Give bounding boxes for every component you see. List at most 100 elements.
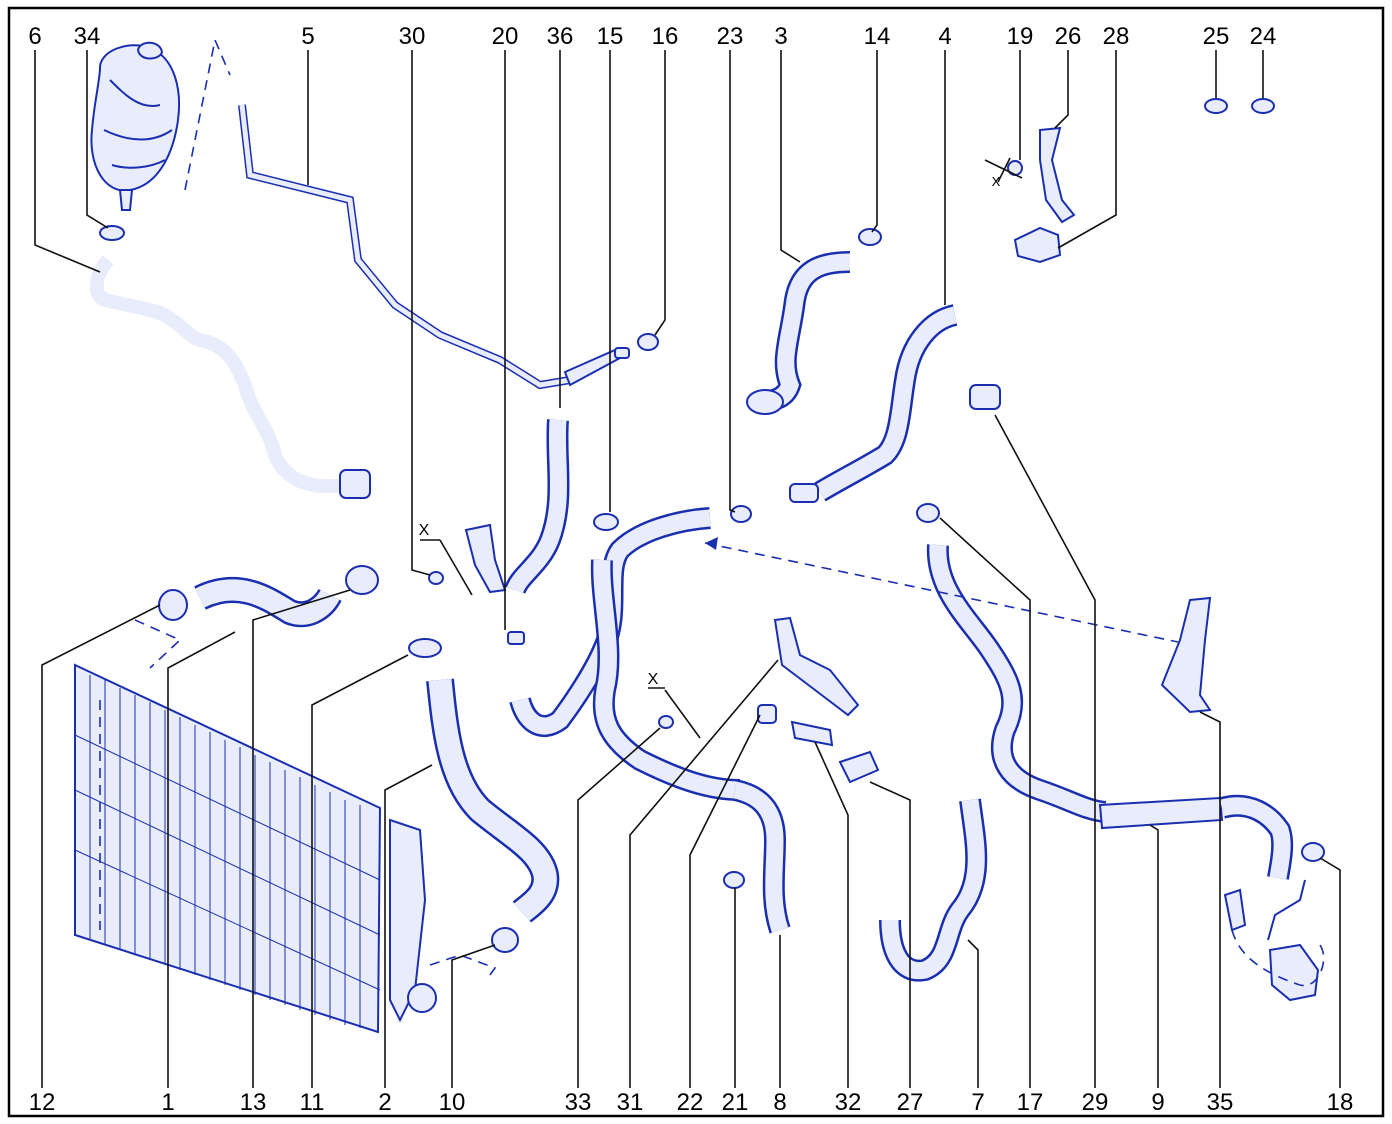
callout-17: 17: [1017, 1089, 1044, 1116]
callout-19: 19: [1007, 23, 1034, 50]
part-27: [838, 750, 880, 784]
clamp-34: [99, 225, 125, 241]
callout-30: 30: [399, 23, 426, 50]
callout-32: 32: [835, 1089, 862, 1116]
callout-29: 29: [1082, 1089, 1109, 1116]
hose-9-end: [1219, 797, 1291, 880]
screw-19-axis: [984, 157, 1023, 183]
callout-23: 23: [717, 23, 744, 50]
tank-guide-line: [184, 37, 231, 191]
pump-assembly: [1223, 879, 1325, 1002]
hose-7-outline: [879, 798, 988, 982]
part-22: [757, 704, 777, 724]
screw-33: [658, 715, 674, 729]
screw-30-axis: [420, 539, 473, 596]
pipe-5-outline: [238, 104, 571, 390]
hose-6-connector: [339, 469, 371, 499]
top-labels: 6 34 5 30 20 36 15 16 23 3 14 4 19 26 28 25 24: [28, 23, 1276, 50]
clamp-17: [916, 503, 940, 523]
hose-36-branch: [464, 523, 507, 594]
hose-6: [89, 255, 346, 494]
hose-6-outline: [95, 259, 346, 488]
callout-28: 28: [1103, 23, 1130, 50]
callout-4: 4: [938, 23, 951, 50]
callout-18: 18: [1327, 1089, 1354, 1116]
part-32: [790, 720, 834, 747]
callout-14: 14: [864, 23, 891, 50]
callout-36: 36: [547, 23, 574, 50]
callout-10: 10: [439, 1089, 466, 1116]
bracket-35: [1160, 596, 1212, 714]
screw-30: [428, 571, 444, 585]
callout-7: 7: [971, 1089, 984, 1116]
mark-x: X: [992, 174, 1001, 189]
callout-5: 5: [301, 23, 314, 50]
bottom-labels: 12 1 13 11 2 10 33 31 22 21 8 32 27 7 17 29 9 35 18: [29, 1089, 1354, 1116]
clamp-11: [408, 638, 442, 658]
callout-31: 31: [617, 1089, 644, 1116]
callout-13: 13: [240, 1089, 267, 1116]
hose-4-connector: [789, 483, 819, 503]
hose-36: [506, 419, 567, 594]
hose-4-outline: [814, 304, 958, 502]
hose-8: [732, 781, 789, 933]
callout-12: 12: [29, 1089, 56, 1116]
callout-24: 24: [1250, 23, 1277, 50]
clamp-21: [723, 871, 745, 889]
pipe-5: [239, 104, 571, 388]
clamp-10: [491, 927, 519, 953]
callout-9: 9: [1151, 1089, 1164, 1116]
callout-33: 33: [565, 1089, 592, 1116]
screw-33-axis: [648, 687, 701, 739]
callout-35: 35: [1207, 1089, 1234, 1116]
bracket-35-guide: [704, 542, 1179, 643]
callout-27: 27: [897, 1089, 924, 1116]
clamp-25: [1204, 98, 1228, 114]
callout-22: 22: [677, 1089, 704, 1116]
callout-1: 1: [161, 1089, 174, 1116]
clamp-18: [1301, 842, 1325, 862]
clamp-24: [1251, 98, 1275, 114]
clamp-10-guide: [429, 954, 497, 976]
fitting: [614, 347, 630, 359]
parts-layer: [74, 37, 1325, 1034]
callout-16: 16: [652, 23, 679, 50]
callout-8: 8: [773, 1089, 786, 1116]
hose-4: [815, 306, 958, 500]
clamp-16: [637, 333, 659, 351]
callout-26: 26: [1055, 23, 1082, 50]
clamp-13: [345, 565, 379, 595]
part-29: [969, 384, 1001, 410]
mark-x: X: [419, 522, 430, 539]
frame: [7, 6, 1385, 1118]
callout-11: 11: [300, 1089, 325, 1116]
clamp-14: [858, 228, 882, 246]
callout-20: 20: [492, 23, 519, 50]
hose-29: [929, 544, 1107, 821]
leader-lines: [34, 50, 1341, 1088]
callout-6: 6: [28, 23, 41, 50]
expansion-tank: [90, 41, 181, 211]
pipe-9: [1098, 796, 1224, 830]
bracket-31: [773, 616, 860, 717]
callout-15: 15: [597, 23, 624, 50]
screw-20: [507, 631, 525, 645]
radiator: [74, 619, 382, 1034]
hose-3-end: [746, 389, 784, 415]
callout-21: 21: [722, 1089, 749, 1116]
clip-28: [1013, 226, 1062, 264]
callout-34: 34: [74, 23, 101, 50]
clamp-12: [158, 589, 188, 621]
callout-2: 2: [378, 1089, 391, 1116]
callout-3: 3: [774, 23, 787, 50]
clamp-23: [730, 505, 752, 523]
pipe-5-end: [563, 348, 622, 387]
clamp-15: [593, 513, 619, 531]
hose-7: [881, 798, 985, 980]
callout-25: 25: [1203, 23, 1230, 50]
mark-x: X: [648, 671, 659, 688]
bracket-26: [1039, 126, 1076, 224]
thermostat-housing: [389, 818, 437, 1023]
